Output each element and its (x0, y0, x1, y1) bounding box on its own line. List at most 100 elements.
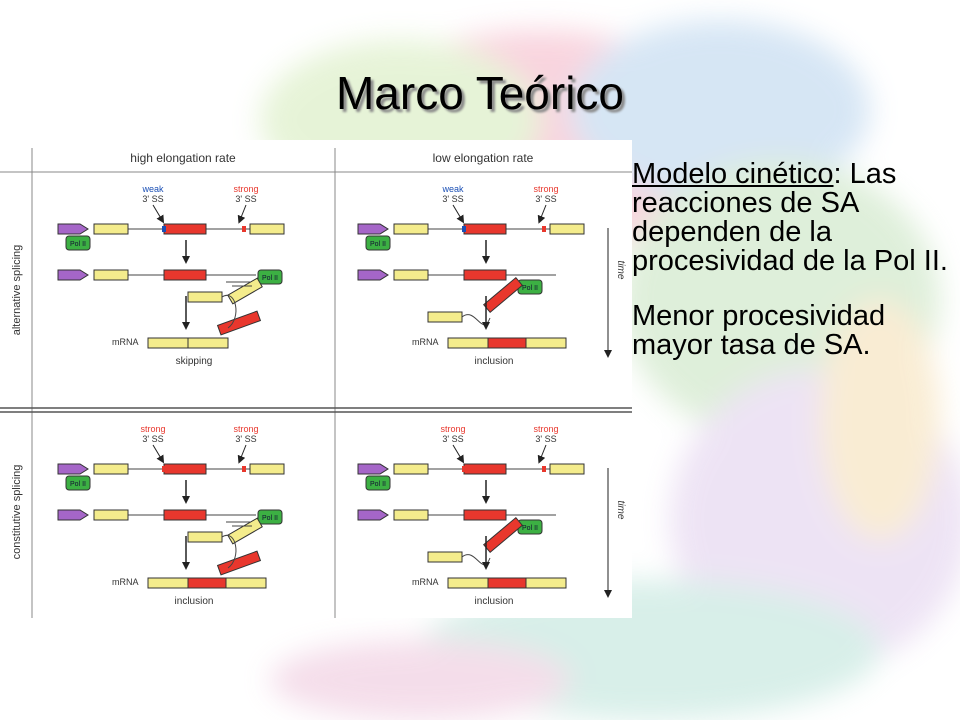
ss-label-1: 3' SS (442, 434, 463, 444)
ss-strength-label-2: strong (533, 184, 558, 194)
header-low-elongation: low elongation rate (433, 151, 534, 165)
pol-ii-label: Pol II (70, 481, 86, 488)
ss-strength-label-1: strong (140, 424, 165, 434)
mrna-label: mRNA (112, 577, 139, 587)
alternative-exon (463, 463, 507, 475)
mrna-alt-exon (487, 577, 527, 589)
kinetic-model-figure: high elongation rate low elongation rate a… (0, 140, 632, 618)
colon: : (833, 158, 842, 190)
pol-ii (365, 235, 391, 251)
ss-label-2: 3' SS (235, 194, 256, 204)
outcome-label: skipping (176, 356, 213, 367)
ss-mark-1 (162, 226, 166, 232)
pol-ii (365, 475, 391, 491)
exon-3 (249, 223, 285, 235)
ss-strength-label-2: strong (233, 424, 258, 434)
ss-arrow-2 (237, 204, 247, 224)
ss-strength-label-2: strong (533, 424, 558, 434)
alt-exon-spliced (482, 516, 524, 554)
mrna-label: mRNA (112, 337, 139, 347)
mrna-exon-1 (147, 337, 189, 349)
alternative-exon (463, 509, 507, 521)
pol-ii (257, 269, 283, 285)
figure-background (0, 140, 632, 618)
alternative-exon (463, 223, 507, 235)
outcome-label: inclusion (475, 356, 514, 367)
mrna-exon-3 (525, 337, 567, 349)
exon-1 (393, 509, 429, 521)
alt-exon-spliced (482, 276, 524, 314)
mrna-exon-3 (525, 577, 567, 589)
mrna-alt-exon (487, 337, 527, 349)
exon-3-spliced (227, 517, 263, 545)
kinetic-model-diagram: high elongation rate low elongation rate a… (0, 140, 632, 618)
header-high-elongation: high elongation rate (130, 151, 236, 165)
ss-mark-1 (462, 466, 466, 472)
pol-ii (65, 235, 91, 251)
ss-arrow-1 (452, 204, 465, 224)
exon-3-spliced (227, 277, 263, 305)
pol-ii-label: Pol II (522, 525, 538, 532)
slide-text: Modelo cinético: Las reacciones de SA de… (632, 160, 960, 360)
mrna-exon-1 (447, 577, 489, 589)
ss-arrow-1 (152, 444, 165, 464)
mrna-label: mRNA (412, 577, 439, 587)
promoter-arrow (57, 269, 89, 281)
ss-strength-label-1: weak (141, 184, 164, 194)
alt-exon-skipped (216, 550, 262, 576)
time-label: time (615, 501, 626, 520)
exon-1-spliced (187, 291, 223, 303)
exon-1 (93, 269, 129, 281)
ss-label-2: 3' SS (235, 434, 256, 444)
mrna-exon-1 (447, 337, 489, 349)
pol-ii (65, 475, 91, 491)
exon-1 (393, 269, 429, 281)
exon-3 (549, 463, 585, 475)
ss-strength-label-2: strong (233, 184, 258, 194)
ss-strength-label-1: strong (440, 424, 465, 434)
pol-ii-label: Pol II (262, 275, 278, 282)
ss-mark-2 (242, 466, 246, 472)
outcome-label: inclusion (475, 596, 514, 607)
time-label: time (615, 261, 626, 280)
ss-label-2: 3' SS (535, 434, 556, 444)
pol-ii-label: Pol II (522, 285, 538, 292)
promoter-arrow (57, 509, 89, 521)
alternative-exon (163, 223, 207, 235)
model-description: Las reacciones de SA dependen de la proc… (632, 158, 948, 277)
mrna-exon-3 (187, 337, 229, 349)
mrna-label: mRNA (412, 337, 439, 347)
exon-1-spliced (187, 531, 223, 543)
alternative-exon (163, 509, 207, 521)
mrna-exon-3 (225, 577, 267, 589)
row-label-alternative: alternative splicing (11, 245, 23, 336)
alternative-exon (463, 269, 507, 281)
model-term: Modelo cinético (632, 158, 834, 190)
exon-1 (93, 223, 129, 235)
mrna-alt-exon (187, 577, 227, 589)
exon-1 (93, 509, 129, 521)
pol-ii-label: Pol II (370, 241, 386, 248)
promoter-arrow (57, 463, 89, 475)
exon-1 (393, 463, 429, 475)
promoter-arrow (57, 223, 89, 235)
ss-mark-1 (162, 466, 166, 472)
ss-mark-1 (462, 226, 466, 232)
mrna-exon-1 (147, 577, 189, 589)
exon-1 (393, 223, 429, 235)
ss-label-1: 3' SS (142, 194, 163, 204)
ss-mark-2 (542, 466, 546, 472)
ss-label-2: 3' SS (535, 194, 556, 204)
ss-label-1: 3' SS (142, 434, 163, 444)
alternative-exon (163, 463, 207, 475)
ss-mark-2 (542, 226, 546, 232)
intron-lariat (221, 534, 237, 569)
row-label-constitutive: constitutive splicing (11, 465, 23, 560)
conclusion-text: Menor procesividad mayor tasa de SA. (632, 300, 886, 361)
ss-strength-label-1: weak (441, 184, 464, 194)
exon-3 (249, 463, 285, 475)
exon-1-spliced (427, 311, 463, 323)
ss-arrow-2 (537, 444, 547, 464)
alt-exon-skipped (216, 310, 262, 336)
ss-arrow-2 (537, 204, 547, 224)
